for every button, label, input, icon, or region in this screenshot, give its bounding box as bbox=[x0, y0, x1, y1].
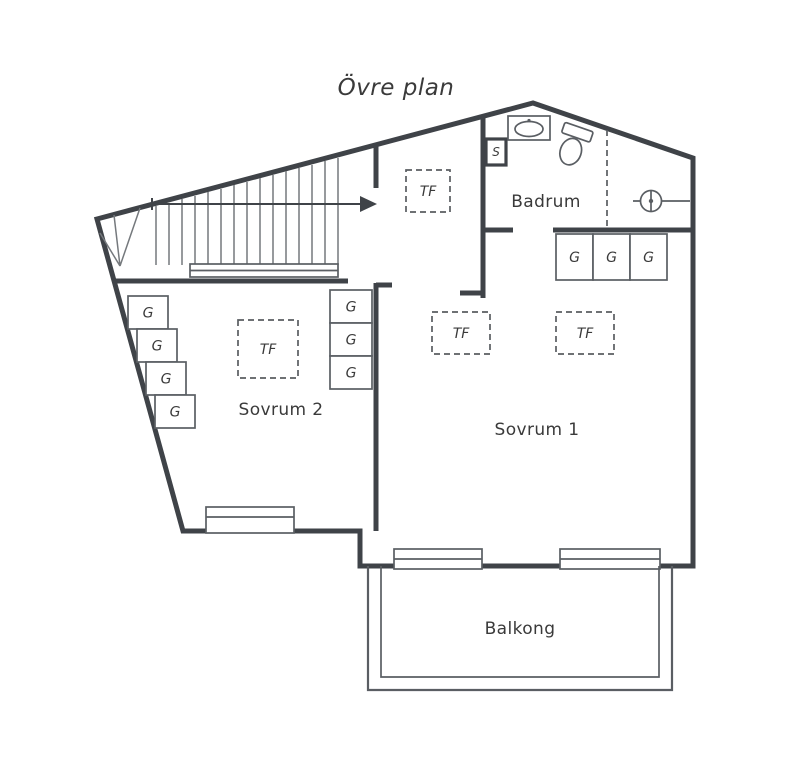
skylight-label: TF bbox=[577, 326, 595, 342]
wardrobe-box bbox=[629, 233, 668, 281]
toilet-icon bbox=[559, 121, 594, 166]
room-label-balkong: Balkong bbox=[485, 619, 556, 639]
interior-walls bbox=[373, 116, 693, 531]
wardrobe-box bbox=[329, 289, 373, 324]
balcony-inner-rail bbox=[380, 566, 660, 678]
wardrobe-label: G bbox=[161, 371, 172, 387]
staircase bbox=[99, 158, 377, 284]
plan-title: Övre plan bbox=[338, 73, 455, 101]
wardrobe-box bbox=[592, 233, 631, 281]
wardrobe-label: G bbox=[143, 305, 154, 321]
window bbox=[205, 506, 295, 534]
stair-direction-arrow-icon bbox=[151, 196, 377, 212]
wardrobe-label: G bbox=[170, 404, 181, 420]
wardrobes-middle-column: G G G bbox=[329, 289, 373, 390]
wardrobe-label: G bbox=[643, 250, 654, 266]
outer-walls bbox=[93, 100, 696, 569]
wardrobe-label: G bbox=[606, 250, 617, 266]
wardrobe-box bbox=[555, 233, 594, 281]
skylight-box bbox=[405, 169, 451, 213]
wardrobes-right-row: G G G bbox=[555, 233, 668, 281]
room-label-badrum: Badrum bbox=[511, 192, 581, 212]
sink-icon bbox=[507, 115, 551, 141]
skylight-label: TF bbox=[453, 326, 471, 342]
skylight-label: TF bbox=[420, 184, 438, 200]
wardrobe-label: G bbox=[346, 332, 357, 348]
wardrobe-label: G bbox=[152, 338, 163, 354]
wardrobe-box bbox=[154, 394, 196, 429]
room-label-sovrum2: Sovrum 2 bbox=[239, 400, 324, 420]
wardrobe-box bbox=[329, 355, 373, 390]
wardrobe-label: G bbox=[346, 299, 357, 315]
shaft-box bbox=[484, 137, 508, 167]
skylights: TF TF TF TF bbox=[237, 169, 615, 379]
shower-icon bbox=[633, 189, 690, 213]
wardrobe-label: G bbox=[569, 250, 580, 266]
shaft-label: S bbox=[492, 145, 500, 159]
windows bbox=[205, 506, 661, 570]
skylight-label: TF bbox=[260, 342, 278, 358]
room-labels: Badrum Sovrum 2 Sovrum 1 Balkong bbox=[239, 192, 581, 639]
wardrobes-left-column: G G G G bbox=[127, 295, 196, 429]
stair-winders bbox=[99, 207, 141, 267]
balcony bbox=[366, 566, 674, 692]
stair-treads bbox=[155, 158, 339, 265]
bathroom-fixtures: S bbox=[484, 115, 690, 228]
room-label-sovrum1: Sovrum 1 bbox=[495, 420, 580, 440]
wardrobe-box bbox=[329, 322, 373, 357]
wardrobe-label: G bbox=[346, 365, 357, 381]
skylight-box bbox=[237, 319, 299, 379]
balcony-outer-rail bbox=[366, 566, 674, 692]
